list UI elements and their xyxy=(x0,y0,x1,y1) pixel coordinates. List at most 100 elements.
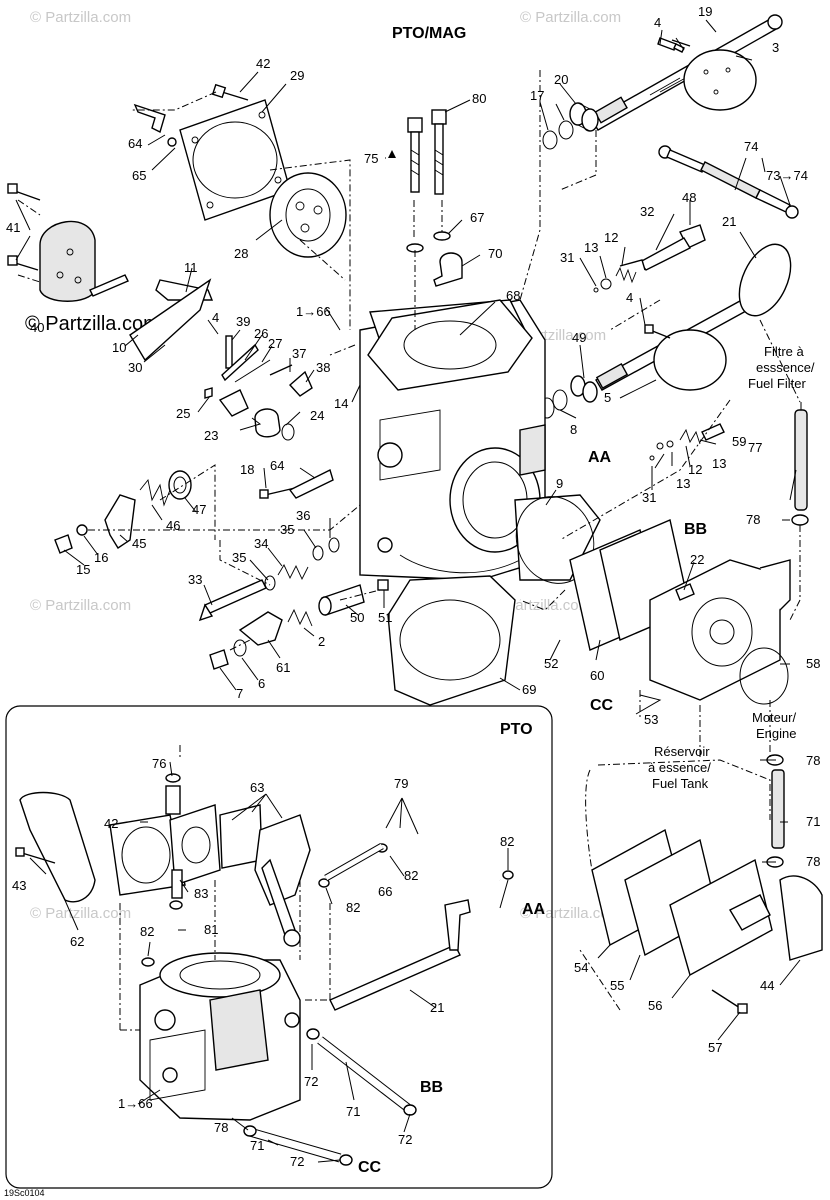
callout-56: 56 xyxy=(648,998,662,1013)
callout-82-mid: 82 xyxy=(404,868,418,883)
watermark-main: © Partzilla.com xyxy=(25,313,160,335)
lever-45 xyxy=(104,494,136,549)
o-ring-top-2 xyxy=(558,120,574,140)
heading-pto: PTO xyxy=(500,721,533,738)
cover-44 xyxy=(779,875,823,961)
callout-77: 77 xyxy=(748,440,762,455)
callout-54: 54 xyxy=(574,960,588,975)
callout-38: 38 xyxy=(316,360,330,375)
bushing xyxy=(569,102,599,132)
callout-71: 71 xyxy=(806,814,820,829)
callout-27: 27 xyxy=(268,336,282,351)
callout-66: 66 xyxy=(378,884,392,899)
callout-61: 61 xyxy=(276,660,290,675)
callout-4-mid: 4 xyxy=(626,290,633,305)
callout-39: 39 xyxy=(236,314,250,329)
callout-32: 32 xyxy=(640,204,654,219)
callout-78-pto: 78 xyxy=(214,1120,228,1135)
callout-63: 63 xyxy=(250,780,264,795)
callout-72-mid: 72 xyxy=(398,1132,412,1147)
diaphragm xyxy=(269,172,347,258)
callout-75: 75 xyxy=(364,151,378,166)
bracket-30 xyxy=(129,278,212,362)
callout-31: 31 xyxy=(560,250,574,265)
throttle-shaft-pto xyxy=(329,944,461,1011)
note-fuel-filter-1: Filtre à xyxy=(764,344,805,359)
watermark-6: © Partzilla.com xyxy=(520,905,621,922)
callout-52: 52 xyxy=(544,656,558,671)
callout-23: 23 xyxy=(204,428,218,443)
callout-68: 68 xyxy=(506,288,520,303)
note-fuel-filter-2: esssence/ xyxy=(756,360,815,375)
callout-45: 45 xyxy=(132,536,146,551)
throttle-plate-top xyxy=(683,49,757,111)
callout-72: 72 xyxy=(304,1074,318,1089)
callout-18: 18 xyxy=(240,462,254,477)
cover-62 xyxy=(19,791,96,903)
callout-1-66: 1→66 xyxy=(296,304,331,319)
callout-47: 47 xyxy=(192,502,206,517)
callout-78: 78 xyxy=(746,512,760,527)
callout-9: 9 xyxy=(556,476,563,491)
pin-39 xyxy=(225,335,233,369)
callout-43: 43 xyxy=(12,878,26,893)
callout-57: 57 xyxy=(708,1040,722,1055)
callout-14: 14 xyxy=(334,396,348,411)
callout-58: 58 xyxy=(806,656,820,671)
watermark-3: © Partzilla.com xyxy=(30,597,131,614)
callout-16: 16 xyxy=(94,550,108,565)
callout-12: 12 xyxy=(604,230,618,245)
callout-78-right: 78 xyxy=(806,753,820,768)
callout-20: 20 xyxy=(554,72,568,87)
watermark-1: © Partzilla.com xyxy=(30,9,131,26)
callout-41: 41 xyxy=(6,220,20,235)
linkage-rod xyxy=(658,145,799,219)
callout-49: 49 xyxy=(572,330,586,345)
callout-11: 11 xyxy=(184,260,198,275)
callout-35: 35 xyxy=(280,522,294,537)
throttle-plate-mid xyxy=(653,329,727,391)
callout-82-low: 82 xyxy=(346,900,360,915)
hose-clamp xyxy=(433,252,463,287)
callout-76: 76 xyxy=(152,756,166,771)
callout-bb-pto: BB xyxy=(420,1079,443,1096)
callout-31-low: 31 xyxy=(642,490,656,505)
callout-65: 65 xyxy=(132,168,146,183)
callout-80: 80 xyxy=(472,91,486,106)
callout-71-pto: 71 xyxy=(346,1104,360,1119)
callout-7: 7 xyxy=(236,686,243,701)
callout-64-mid: 64 xyxy=(270,458,284,473)
callout-82: 82 xyxy=(500,834,514,849)
callout-37: 37 xyxy=(292,346,306,361)
left-cover xyxy=(39,220,96,302)
callout-13-low: 13 xyxy=(676,476,690,491)
callout-78-low: 78 xyxy=(806,854,820,869)
callout-60: 60 xyxy=(590,668,604,683)
callout-17: 17 xyxy=(530,88,544,103)
callout-labels: 19 4 3 20 17 42 29 80 75 64 65 74 73→74 … xyxy=(6,4,820,1176)
callout-13-mid: 13 xyxy=(712,456,726,471)
fuel-pump-exploded xyxy=(591,754,823,1014)
callout-33: 33 xyxy=(188,572,202,587)
heading-pto-mag: PTO/MAG xyxy=(392,25,466,42)
callout-69: 69 xyxy=(522,682,536,697)
callout-40: 40 xyxy=(30,320,44,335)
callout-42-pto: 42 xyxy=(104,816,118,831)
long-bolts xyxy=(407,109,447,195)
note-tank-2: à essence/ xyxy=(648,760,711,775)
lever-63 xyxy=(254,814,311,906)
callout-1-66-pto: 1→66 xyxy=(118,1096,153,1111)
upper-assembly xyxy=(7,14,809,706)
callout-53: 53 xyxy=(644,712,658,727)
callout-6: 6 xyxy=(258,676,265,691)
watermark-5: © Partzilla.com xyxy=(30,905,131,922)
callout-cc: CC xyxy=(590,697,614,714)
callout-48: 48 xyxy=(682,190,696,205)
callout-26: 26 xyxy=(254,326,268,341)
callout-25: 25 xyxy=(176,406,190,421)
callout-46: 46 xyxy=(166,518,180,533)
callout-73: 73→74 xyxy=(766,168,808,183)
note-tank-3: Fuel Tank xyxy=(652,776,709,791)
callout-72-low: 72 xyxy=(290,1154,304,1169)
